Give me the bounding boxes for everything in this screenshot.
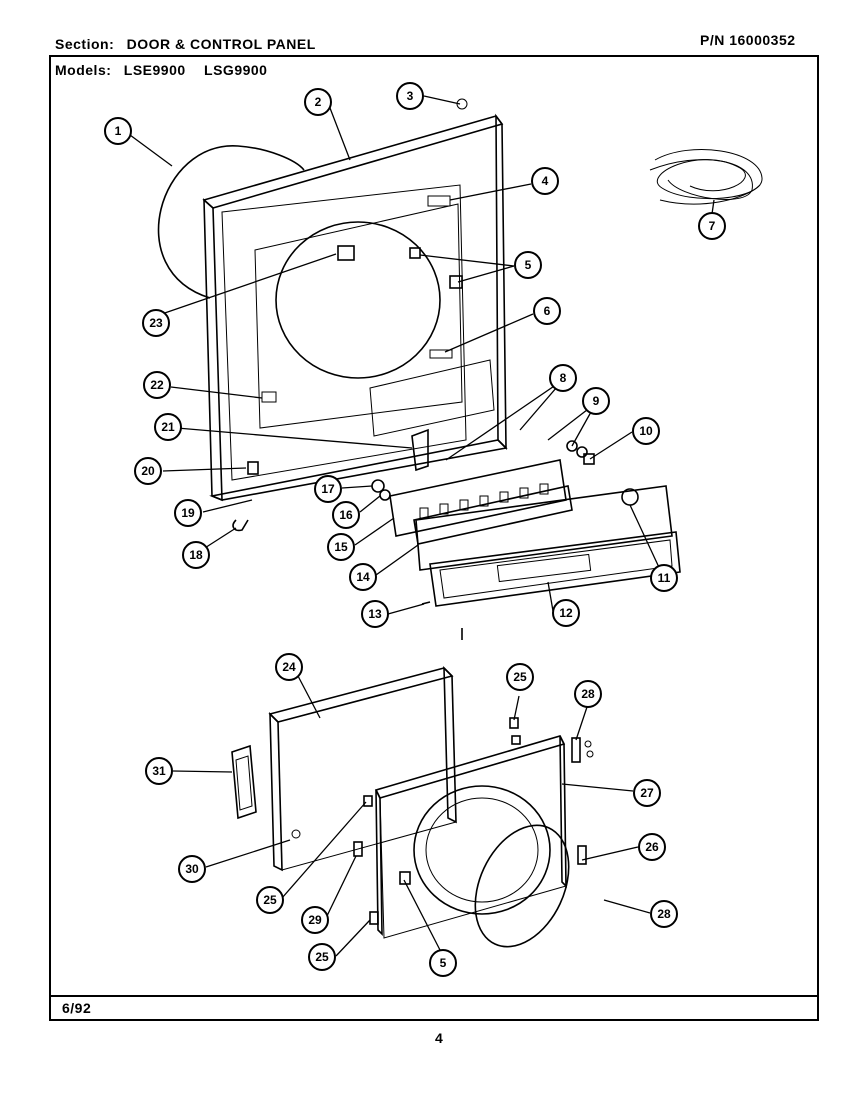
- callout-16: 16: [332, 501, 360, 529]
- inner-door-panel: [268, 666, 457, 872]
- callout-8-label: 8: [560, 371, 567, 385]
- callout-8: 8: [549, 364, 577, 392]
- callout-29-label: 29: [308, 913, 322, 927]
- callout-24-label: 24: [282, 660, 296, 674]
- wire-harness: [649, 149, 763, 205]
- part-number: P/N 16000352: [700, 32, 796, 48]
- callout-30-label: 30: [185, 862, 199, 876]
- callout-22-label: 22: [150, 378, 164, 392]
- callout-5-door: 5: [429, 949, 457, 977]
- door-seal-ring: [474, 824, 570, 948]
- page-number: 4: [435, 1030, 444, 1046]
- door-handle: [231, 744, 257, 820]
- callout-10: 10: [632, 417, 660, 445]
- callout-23-label: 23: [149, 316, 163, 330]
- callout-6-label: 6: [544, 304, 551, 318]
- callout-1: 1: [104, 117, 132, 145]
- callout-5: 5: [514, 251, 542, 279]
- callout-13-label: 13: [368, 607, 382, 621]
- callout-9: 9: [582, 387, 610, 415]
- callout-7: 7: [698, 212, 726, 240]
- outer-door-panel: [374, 735, 567, 939]
- callout-10-label: 10: [639, 424, 653, 438]
- callout-11: 11: [650, 564, 678, 592]
- diagram-frame: [49, 55, 819, 1021]
- callout-2: 2: [304, 88, 332, 116]
- callout-5-door-label: 5: [440, 956, 447, 970]
- callout-12-label: 12: [559, 606, 573, 620]
- callout-21-label: 21: [161, 420, 175, 434]
- callout-25-bottom: 25: [308, 943, 336, 971]
- console-panel: [415, 485, 681, 607]
- callout-6: 6: [533, 297, 561, 325]
- callout-7-label: 7: [709, 219, 716, 233]
- callout-27-label: 27: [640, 786, 654, 800]
- callout-20: 20: [134, 457, 162, 485]
- hinge-parts: [353, 717, 594, 925]
- callout-3: 3: [396, 82, 424, 110]
- callout-27: 27: [633, 779, 661, 807]
- footer-divider: [49, 995, 819, 997]
- callout-28-ring: 28: [650, 900, 678, 928]
- callout-25-bottom-label: 25: [315, 950, 329, 964]
- callout-28-hinge: 28: [574, 680, 602, 708]
- model-1: LSE9900: [123, 62, 186, 78]
- callout-2-label: 2: [315, 95, 322, 109]
- callout-30: 30: [178, 855, 206, 883]
- callout-16-label: 16: [339, 508, 353, 522]
- callout-14-label: 14: [356, 570, 370, 584]
- callout-29: 29: [301, 906, 329, 934]
- callout-17-label: 17: [321, 482, 335, 496]
- callout-28-ring-label: 28: [657, 907, 671, 921]
- callout-5-label: 5: [525, 258, 532, 272]
- section-label: Section:: [55, 36, 115, 52]
- callout-12: 12: [552, 599, 580, 627]
- callout-20-label: 20: [141, 464, 155, 478]
- bracket-parts: [247, 98, 468, 475]
- callout-1-label: 1: [115, 124, 122, 138]
- callout-25-top-label: 25: [513, 670, 527, 684]
- callout-25-top: 25: [506, 663, 534, 691]
- callout-26: 26: [638, 833, 666, 861]
- callout-9-label: 9: [593, 394, 600, 408]
- callout-21: 21: [154, 413, 182, 441]
- callout-14: 14: [349, 563, 377, 591]
- callout-22: 22: [143, 371, 171, 399]
- callout-18-label: 18: [189, 548, 203, 562]
- footer-date: 6/92: [62, 1000, 92, 1016]
- small-hardware: [232, 440, 595, 640]
- callout-25-mid-label: 25: [263, 893, 277, 907]
- models-line: Models: LSE9900 LSG9900: [55, 62, 267, 78]
- callout-24: 24: [275, 653, 303, 681]
- callout-13: 13: [361, 600, 389, 628]
- callout-17: 17: [314, 475, 342, 503]
- callout-11-label: 11: [658, 571, 671, 585]
- callout-31: 31: [145, 757, 173, 785]
- callout-18: 18: [182, 541, 210, 569]
- callout-25-mid: 25: [256, 886, 284, 914]
- callout-23: 23: [142, 309, 170, 337]
- callout-26-label: 26: [645, 840, 659, 854]
- callout-4-label: 4: [542, 174, 549, 188]
- section-title: Section: DOOR & CONTROL PANEL: [55, 36, 316, 52]
- callout-19: 19: [174, 499, 202, 527]
- leader-lines: [129, 95, 715, 957]
- door-gasket-ring: [157, 145, 305, 299]
- callout-19-label: 19: [181, 506, 195, 520]
- callout-15-label: 15: [334, 540, 348, 554]
- section-value: DOOR & CONTROL PANEL: [126, 36, 316, 52]
- callout-4: 4: [531, 167, 559, 195]
- callout-15: 15: [327, 533, 355, 561]
- callout-28-hinge-label: 28: [581, 687, 595, 701]
- callout-31-label: 31: [152, 764, 166, 778]
- callout-3-label: 3: [407, 89, 414, 103]
- door-frame-panel: [202, 113, 508, 502]
- models-label: Models:: [55, 62, 112, 78]
- model-2: LSG9900: [204, 62, 268, 78]
